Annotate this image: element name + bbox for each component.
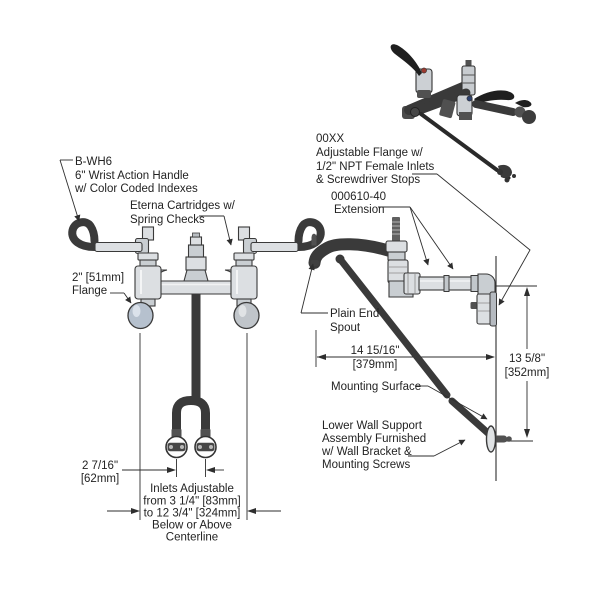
iso-handle-left xyxy=(390,44,422,76)
wall-support-rod xyxy=(335,254,493,438)
label-bwh6-model: B-WH6 xyxy=(75,156,112,168)
wall-inlet-flange xyxy=(470,291,497,327)
dim-inletsadj-5: Centerline xyxy=(166,532,218,544)
label-adjflange-1: Adjustable Flange w/ xyxy=(316,147,424,159)
label-plainend-2: Spout xyxy=(330,322,361,334)
dim-inlet-cc-in: 2 7/16" xyxy=(82,460,118,472)
inlet-flange-right xyxy=(194,435,217,459)
text-labels: B-WH6 6" Wrist Action Handle w/ Color Co… xyxy=(72,133,549,544)
leader-mounting-surface xyxy=(427,385,488,420)
dim-inletsadj-3: to 12 3/4" [324mm] xyxy=(144,508,241,520)
label-flange2-2: Flange xyxy=(72,285,107,297)
leader-bwh6 xyxy=(59,159,81,222)
label-plainend-1: Plain End xyxy=(330,308,379,320)
iso-valve-left xyxy=(390,44,433,98)
label-adjflange-2: 1/2" NPT Female Inlets xyxy=(316,161,435,173)
wrist-handle-left xyxy=(68,218,143,253)
red-index xyxy=(421,67,427,74)
cartridge-left xyxy=(134,226,162,307)
leader-plain-end xyxy=(300,263,315,314)
iso-view xyxy=(390,44,536,183)
spout-assembly xyxy=(308,217,414,298)
plain-end-opening xyxy=(310,260,319,266)
dim-height-mm: [352mm] xyxy=(505,367,550,379)
label-lowersupport-1: Lower Wall Support xyxy=(322,420,423,432)
side-view xyxy=(308,217,537,481)
wall-bracket xyxy=(485,425,512,453)
extension-pipe xyxy=(403,272,496,295)
leader-extension-1 xyxy=(409,206,430,266)
blue-index xyxy=(466,95,473,102)
label-lowersupport-4: Mounting Screws xyxy=(322,459,410,471)
dim-height-in: 13 5/8" xyxy=(509,353,545,365)
iso-handle-right xyxy=(474,90,515,104)
leader-flange2 xyxy=(123,292,132,304)
dim-inlet-cc-mm: [62mm] xyxy=(81,473,119,485)
leader-extension-2 xyxy=(409,206,454,270)
front-view-dimensions xyxy=(107,333,281,520)
wrist-handle-right xyxy=(250,218,325,253)
label-extension-model: 000610-40 xyxy=(331,191,386,203)
label-adjflange-3: & Screwdriver Stops xyxy=(316,174,420,186)
leader-adj-flange xyxy=(436,173,531,306)
cartridge-right xyxy=(230,226,258,307)
inlet-flange-left xyxy=(165,435,188,459)
label-bwh6-desc: 6" Wrist Action Handle xyxy=(75,170,189,182)
leader-eterna xyxy=(223,215,233,246)
leader-lower-support xyxy=(433,439,466,457)
label-extension-name: Extension xyxy=(334,204,385,216)
label-bwh6-desc2: w/ Color Coded Indexes xyxy=(74,183,198,195)
dim-reach-mm: [379mm] xyxy=(353,359,398,371)
label-flange2-1: 2" [51mm] xyxy=(72,272,124,284)
flange-ball-left xyxy=(127,301,154,330)
dim-inletsadj-1: Inlets Adjustable xyxy=(150,483,234,495)
inlet-fork xyxy=(171,395,211,441)
label-lowersupport-3: w/ Wall Bracket & xyxy=(321,446,412,458)
dim-reach-in: 14 15/16" xyxy=(351,345,400,357)
flange-ball-right xyxy=(233,301,260,330)
front-view xyxy=(68,218,325,459)
iso-valve-right xyxy=(456,90,515,120)
label-lowersupport-2: Assembly Furnished xyxy=(322,433,426,445)
iso-center-outlet xyxy=(439,99,456,119)
dim-inletsadj-2: from 3 1/4" [83mm] xyxy=(143,496,240,508)
iso-support-rod xyxy=(419,112,516,183)
iso-wall-flange xyxy=(514,100,536,124)
center-outlet-fitting xyxy=(183,232,209,282)
label-eterna-2: Spring Checks xyxy=(130,214,205,226)
leader-lines xyxy=(59,159,531,457)
label-mounting-surface: Mounting Surface xyxy=(331,381,421,393)
label-adjflange-model: 00XX xyxy=(316,133,344,145)
dim-inletsadj-4: Below or Above xyxy=(152,520,232,532)
label-eterna-1: Eterna Cartridges w/ xyxy=(130,200,236,212)
